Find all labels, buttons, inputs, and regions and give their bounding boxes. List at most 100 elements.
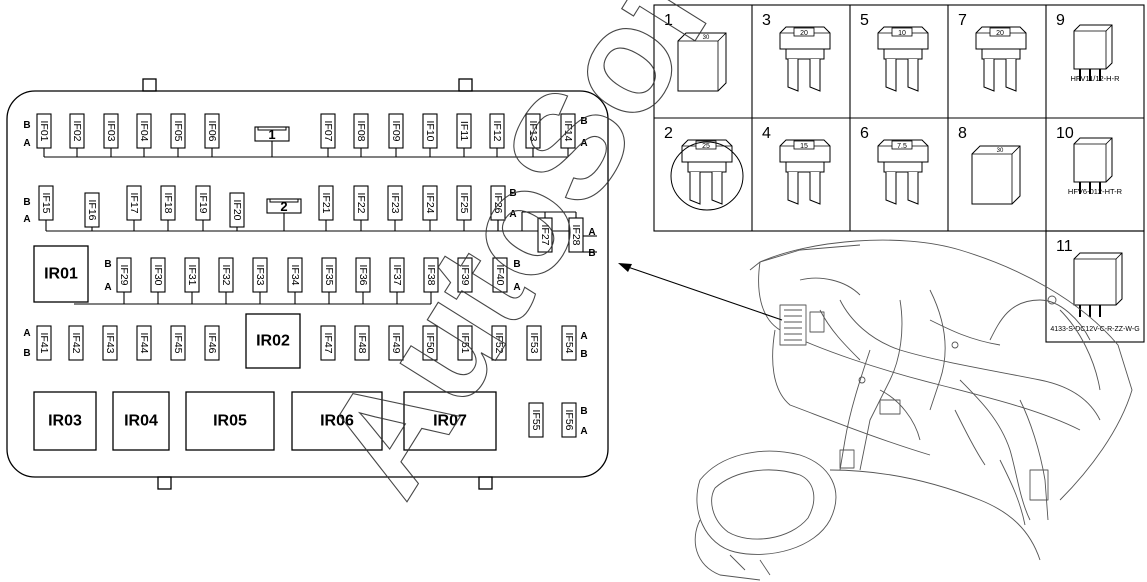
fuse-label: IF08	[355, 120, 367, 141]
fuse-label: IF47	[322, 332, 334, 353]
relay-label: IR06	[320, 413, 354, 430]
fuse-rating: 10	[898, 30, 906, 37]
fuse-label: IF30	[152, 264, 164, 285]
fuse-rating: 25	[702, 143, 710, 150]
legend-cell-2: 2 25	[664, 125, 744, 211]
fuse-if55: IF55	[528, 402, 544, 438]
mounting-tab	[142, 78, 157, 92]
fuse-label: IF49	[390, 332, 402, 353]
row-label-a: A	[23, 138, 30, 149]
fuse-if47: IF47	[320, 325, 336, 361]
fuse-label: IF44	[138, 332, 150, 353]
vehicle-wiring-sketch	[694, 239, 1133, 581]
fuse-if24: IF24	[422, 185, 438, 221]
legend-cell-1: 1 30	[664, 12, 727, 92]
fuse-if28: IF28	[568, 217, 584, 253]
legend-cells: 1303205107209HFV11/12-H-R22541567.583010…	[664, 12, 1140, 333]
legend-item-number: 2	[664, 125, 673, 142]
slot-marker-1: 1	[254, 126, 290, 142]
fuse-label: IF13	[527, 120, 539, 141]
fuse-if49: IF49	[388, 325, 404, 361]
relay-label: IR05	[213, 413, 247, 430]
fuse-label: IF19	[197, 192, 209, 213]
fuse-label: IF02	[71, 120, 83, 141]
fuse-label: IF18	[162, 192, 174, 213]
fuse-if34: IF34	[287, 257, 303, 293]
fuse-label: IF17	[128, 192, 140, 213]
legend-item-number: 3	[762, 12, 771, 29]
row-label-b: B	[580, 116, 587, 127]
fuse-label: IF26	[492, 192, 504, 213]
row-label-a: A	[23, 328, 30, 339]
fuse-rating: 30	[997, 148, 1004, 154]
legend-cell-8: 830	[958, 125, 1021, 205]
fuse-label: IF21	[320, 192, 332, 213]
fuse-if03: IF03	[103, 113, 119, 149]
fuse-if05: IF05	[170, 113, 186, 149]
relay-label: IR02	[256, 333, 290, 350]
legend-cell-7: 7 20	[958, 12, 1027, 92]
fuse-label: IF24	[424, 192, 436, 213]
fuse-if25: IF25	[456, 185, 472, 221]
fuse-if13: IF13	[525, 113, 541, 149]
relay-label: IR03	[48, 413, 82, 430]
mounting-tab	[458, 78, 473, 92]
legend-item-number: 9	[1056, 12, 1065, 29]
fuse-if27: IF27	[537, 217, 553, 253]
fuse-label: IF54	[563, 332, 575, 353]
fuse-if50: IF50	[422, 325, 438, 361]
fuse-type-legend	[653, 4, 1145, 343]
row-label-b: B	[23, 348, 30, 359]
fuse-label: IF48	[356, 332, 368, 353]
fuse-rating: 7.5	[897, 143, 907, 150]
fuse-label: IF46	[206, 332, 218, 353]
fuse-if53: IF53	[526, 325, 542, 361]
fuse-if21: IF21	[318, 185, 334, 221]
fuse-if12: IF12	[489, 113, 505, 149]
row-label-a: A	[23, 214, 30, 225]
fuse-if46: IF46	[204, 325, 220, 361]
relay-ir03: IR03	[33, 391, 97, 451]
fuse-label: IF40	[494, 264, 506, 285]
fuse-label: IF52	[493, 332, 505, 353]
fuse-label: IF05	[172, 120, 184, 141]
fuse-label: IF43	[104, 332, 116, 353]
fuse-label: IF31	[186, 264, 198, 285]
row-label-a: A	[580, 426, 587, 437]
fuse-if36: IF36	[355, 257, 371, 293]
fuse-label: IF22	[355, 192, 367, 213]
fuse-if33: IF33	[252, 257, 268, 293]
fuse-label: IF28	[570, 224, 582, 245]
fuse-rating: 20	[996, 30, 1004, 37]
fuse-label: IF55	[530, 409, 542, 430]
fuse-label: IF10	[424, 120, 436, 141]
relay-ir01: IR01	[33, 245, 89, 303]
fuse-if10: IF10	[422, 113, 438, 149]
legend-item-number: 7	[958, 12, 967, 29]
row-label-a: A	[580, 138, 587, 149]
fuse-if08: IF08	[353, 113, 369, 149]
relay-part-number: HFV11/12-H-R	[1070, 74, 1120, 83]
fuse-if07: IF07	[320, 113, 336, 149]
legend-cell-5: 5 10	[860, 12, 929, 92]
fuse-label: IF36	[357, 264, 369, 285]
fuse-label: IF25	[458, 192, 470, 213]
fuse-if40: IF40	[492, 257, 508, 293]
fuse-label: IF23	[389, 192, 401, 213]
fuse-if11: IF11	[456, 113, 472, 149]
legend-item-number: 4	[762, 125, 771, 142]
relay-label: IR07	[433, 413, 467, 430]
legend-item-number: 1	[664, 12, 673, 29]
legend-item-number: 5	[860, 12, 869, 29]
row-label-b: B	[580, 406, 587, 417]
legend-item-number: 10	[1056, 125, 1074, 142]
fuse-if30: IF30	[150, 257, 166, 293]
fuse-label: IF32	[220, 264, 232, 285]
fuse-rating: 30	[703, 35, 710, 41]
fuse-label: IF50	[424, 332, 436, 353]
fuse-if09: IF09	[388, 113, 404, 149]
fuse-if31: IF31	[184, 257, 200, 293]
fuse-if54: IF54	[561, 325, 577, 361]
fuse-if44: IF44	[136, 325, 152, 361]
